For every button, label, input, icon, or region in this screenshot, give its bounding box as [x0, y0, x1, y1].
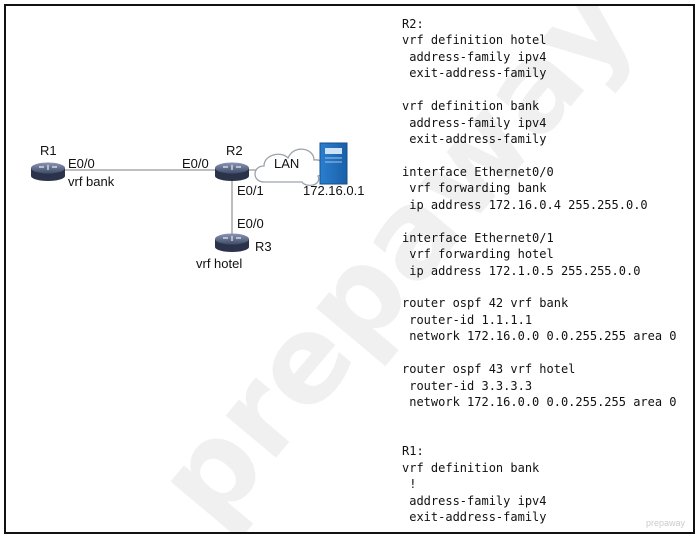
r1-interface-label: E0/0	[68, 156, 95, 171]
config-line: vrf definition bank	[402, 460, 540, 475]
config-line: exit-address-family	[402, 132, 547, 147]
r1-vrf-label: vrf bank	[68, 174, 115, 189]
config-line: exit-address-family	[402, 66, 547, 81]
config-line	[402, 279, 677, 295]
network-topology	[31, 142, 348, 252]
config-line: router-id 3.3.3.3	[402, 378, 533, 393]
config-line	[402, 427, 677, 443]
lan-cloud-icon	[254, 148, 325, 187]
config-line: vrf forwarding hotel	[402, 247, 554, 262]
config-line: address-family ipv4	[402, 49, 547, 64]
config-line: network 172.16.0.0 0.0.255.255 area 0	[402, 329, 677, 344]
config-line: R1:	[402, 444, 424, 459]
config-line: interface Ethernet0/0	[402, 164, 554, 179]
r2-e01-label: E0/1	[237, 183, 264, 198]
router-r2-icon	[215, 162, 249, 181]
config-line: router-id 1.1.1.1	[402, 312, 533, 327]
server-ip-label: 172.16.0.1	[303, 183, 365, 198]
config-line	[402, 148, 677, 164]
config-line: exit-address-family	[402, 510, 547, 525]
router-r3-icon	[215, 233, 249, 252]
r1-name-label: R1	[40, 143, 57, 158]
config-line: vrf definition bank	[402, 99, 540, 114]
config-line: network 172.16.0.0 0.0.255.255 area 0	[402, 395, 677, 410]
config-line: address-family ipv4	[402, 493, 547, 508]
r3-interface-label: E0/0	[237, 216, 264, 231]
config-line: interface Ethernet0/1	[402, 230, 554, 245]
config-line: vrf definition hotel	[402, 33, 547, 48]
lan-label: LAN	[274, 156, 300, 171]
config-line: router ospf 43 vrf hotel	[402, 362, 576, 377]
r2-name-label: R2	[226, 143, 243, 158]
r2-e00-label: E0/0	[182, 156, 209, 171]
config-line: R2:	[402, 17, 424, 31]
exhibit-frame: prepaway	[4, 4, 695, 534]
router-r1-icon	[31, 162, 65, 181]
corner-watermark: prepaway	[645, 518, 685, 528]
config-listing: R2: vrf definition hotel address-family i…	[402, 16, 677, 526]
config-line: ip address 172.1.0.5 255.255.0.0	[402, 263, 641, 278]
r3-name-label: R3	[255, 239, 272, 254]
config-line	[402, 345, 677, 361]
config-line: vrf forwarding bank	[402, 181, 547, 196]
config-line	[402, 411, 677, 427]
r3-vrf-label: vrf hotel	[196, 256, 243, 271]
server-icon	[319, 142, 348, 185]
config-line	[402, 82, 677, 98]
config-line: address-family ipv4	[402, 115, 547, 130]
config-line: ip address 172.16.0.4 255.255.0.0	[402, 197, 648, 212]
config-line	[402, 213, 677, 229]
config-line: !	[402, 477, 417, 492]
config-line: router ospf 42 vrf bank	[402, 296, 569, 311]
